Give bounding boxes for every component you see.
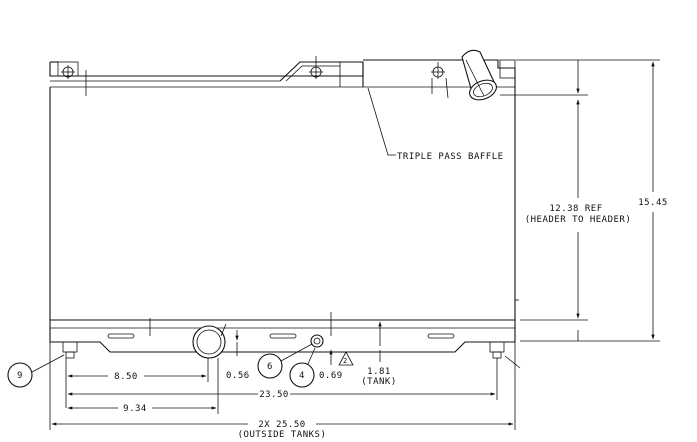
drain-plug — [310, 334, 324, 348]
lower-pin-right — [489, 341, 521, 369]
dim-total-note: (OUTSIDE TANKS) — [238, 430, 327, 440]
dim-069: 0.69 — [319, 371, 343, 381]
dim-2350 — [67, 358, 498, 400]
dim-2350-value: 23.50 — [259, 390, 289, 400]
dim-850-value: 8.50 — [114, 372, 138, 382]
upper-mount-center — [309, 56, 323, 79]
dim-934 — [67, 358, 219, 414]
lower-tank — [49, 312, 516, 353]
dim-overall-height — [516, 59, 660, 342]
upper-mount-right — [431, 62, 449, 99]
dim-181-note: (TANK) — [361, 377, 397, 387]
lower-pin-left — [62, 341, 78, 359]
lower-outlet-neck — [192, 323, 227, 359]
balloon-9: 9 — [7, 354, 65, 388]
balloon-6-label: 6 — [267, 362, 273, 372]
dim-overall-width — [49, 342, 516, 430]
dim-height-value: 15.45 — [638, 198, 668, 208]
dim-total-value: 2X 25.50 — [258, 420, 305, 430]
dim-header-note: (HEADER TO HEADER) — [525, 215, 632, 225]
baffle-label: TRIPLE PASS BAFFLE — [397, 152, 504, 162]
upper-inlet-neck — [461, 49, 497, 101]
rev-flag — [338, 351, 354, 366]
balloon-4-label: 4 — [299, 371, 305, 381]
dim-header-to-header — [500, 60, 588, 321]
balloon-9-label: 9 — [17, 371, 23, 381]
balloon-6: 6 — [257, 343, 313, 379]
dim-934-value: 9.34 — [123, 404, 147, 414]
dim-header-value: 12.38 REF — [549, 204, 602, 214]
core — [49, 87, 519, 320]
dim-181: 1.81 — [367, 367, 391, 377]
dim-056: 0.56 — [226, 371, 250, 381]
rev-flag-number: 2 — [343, 357, 348, 365]
baffle-leader — [367, 87, 396, 156]
upper-mount-left — [57, 61, 87, 96]
dim-850 — [65, 358, 209, 408]
balloon-4: 4 — [289, 347, 316, 388]
upper-tank — [49, 59, 516, 88]
